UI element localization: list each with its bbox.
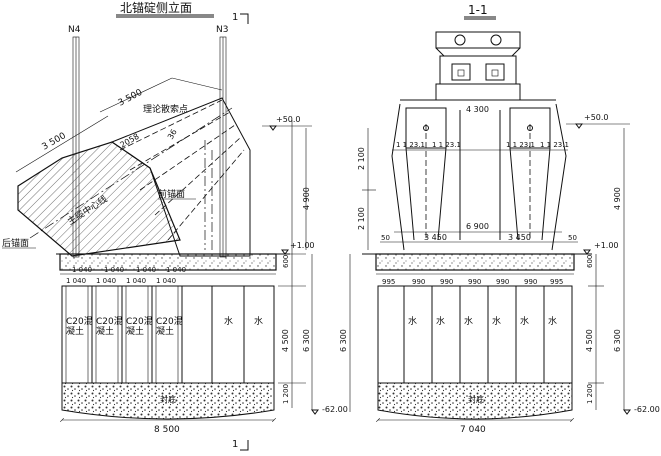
- svg-text:1: 1: [232, 12, 238, 23]
- section-mark-bottom: 1: [232, 439, 249, 451]
- dim-8500: 8 500: [154, 425, 180, 435]
- svg-text:1 040: 1 040: [156, 277, 176, 285]
- svg-text:6 300: 6 300: [339, 329, 348, 352]
- water-r3: 水: [464, 315, 473, 327]
- base-label-right: 封底: [468, 394, 484, 404]
- left-view: 北锚碇侧立面 1 1 N4 N3: [2, 0, 348, 451]
- cable-point-label: 理论散索点: [143, 103, 188, 115]
- anchor-block: [17, 141, 181, 257]
- right-view: 1-1 4 300: [339, 3, 660, 435]
- cap-slab-right: [375, 253, 575, 271]
- top-row-dims: 995 990 990 990 990 990 995: [376, 273, 574, 286]
- svg-text:-62.00: -62.00: [322, 405, 348, 414]
- water-r6: 水: [548, 315, 557, 327]
- water-r5: 水: [520, 315, 529, 327]
- svg-text:+50.0: +50.0: [276, 115, 301, 124]
- right-h-dims: 6 900 3 450 3 450 50 50: [380, 222, 578, 243]
- section-mark-top: 1: [232, 12, 249, 24]
- svg-text:1 200: 1 200: [586, 384, 594, 404]
- svg-text:995: 995: [550, 278, 563, 286]
- svg-text:990: 990: [412, 278, 425, 286]
- top-dims-1040: 1 040 1 040 1 040 1 040 1 040 1 040 1 04…: [60, 266, 276, 285]
- left-elevations: +50.0 +1.00 -62.00: [262, 115, 348, 415]
- svg-text:1 040: 1 040: [66, 277, 86, 285]
- svg-text:1 1 23.1: 1 1 23.1: [540, 141, 569, 149]
- concrete-label-4: C20混凝土: [156, 316, 183, 337]
- svg-text:600: 600: [282, 255, 290, 268]
- dim-2058: 2058: [119, 132, 141, 150]
- svg-text:4 500: 4 500: [281, 329, 290, 352]
- concrete-label-3: C20混凝土: [126, 316, 153, 337]
- svg-text:4 900: 4 900: [302, 187, 311, 210]
- right-right-vdims: 600 4 500 1 200 4 900 6 300: [585, 128, 625, 410]
- water-label-l1: 水: [224, 315, 233, 327]
- svg-text:3 450: 3 450: [508, 233, 531, 242]
- dim-3500-a: 3 500: [41, 131, 69, 153]
- water-r1: 水: [408, 315, 417, 327]
- svg-text:3 450: 3 450: [424, 233, 447, 242]
- svg-text:990: 990: [468, 278, 481, 286]
- svg-text:6 300: 6 300: [302, 329, 311, 352]
- svg-text:2 100: 2 100: [357, 207, 366, 230]
- svg-text:50: 50: [381, 234, 390, 242]
- base-label-left: 封底: [160, 394, 176, 404]
- svg-text:600: 600: [586, 255, 594, 268]
- svg-text:990: 990: [496, 278, 509, 286]
- svg-text:1 040: 1 040: [104, 266, 124, 274]
- svg-text:6 900: 6 900: [466, 222, 489, 231]
- right-left-vdims: 2 100 2 100 6 300: [339, 128, 376, 412]
- svg-text:50: 50: [568, 234, 577, 242]
- svg-text:1 200: 1 200: [282, 384, 290, 404]
- rod-label-n4: N4: [68, 25, 81, 35]
- dim-36: 36: [166, 128, 179, 141]
- left-vertical-dims: 600 4 500 1 200 6 300 4 900: [278, 120, 313, 410]
- svg-text:1 040: 1 040: [72, 266, 92, 274]
- svg-text:2 100: 2 100: [357, 147, 366, 170]
- right-title: 1-1: [468, 3, 488, 17]
- rod-label-n3: N3: [216, 25, 228, 35]
- rear-face-label: 后锚面: [2, 237, 29, 249]
- tower-body: 4 300 1 1 23.1 1 1 23.1 1 1 23.1 1 1 23.…: [391, 99, 569, 251]
- svg-text:1 040: 1 040: [126, 277, 146, 285]
- water-r4: 水: [492, 315, 501, 327]
- svg-text:+50.0: +50.0: [584, 113, 609, 122]
- svg-text:+1.00: +1.00: [594, 241, 619, 250]
- svg-text:1: 1: [232, 439, 238, 450]
- rod-n3: [219, 36, 227, 258]
- dim-3500-b: 3 500: [117, 88, 145, 109]
- svg-text:4 900: 4 900: [613, 187, 622, 210]
- svg-text:-62.00: -62.00: [634, 405, 660, 414]
- caisson-body-right: [377, 285, 573, 384]
- water-r2: 水: [436, 315, 445, 327]
- concrete-label-2: C20混凝土: [96, 316, 123, 337]
- svg-text:1 1 23.1: 1 1 23.1: [432, 141, 461, 149]
- right-elevations: +50.0 +1.00 -62.00: [566, 113, 660, 415]
- water-label-l2: 水: [254, 315, 263, 327]
- saddle-top: [435, 31, 521, 101]
- svg-text:4 300: 4 300: [466, 105, 489, 114]
- svg-text:990: 990: [524, 278, 537, 286]
- left-title: 北锚碇侧立面: [120, 0, 192, 15]
- cell-walls-right: [403, 286, 545, 383]
- svg-text:1 040: 1 040: [166, 266, 186, 274]
- cap-slab: [59, 253, 277, 271]
- svg-text:1 1 23.1: 1 1 23.1: [506, 141, 535, 149]
- svg-text:1 040: 1 040: [136, 266, 156, 274]
- svg-text:4 500: 4 500: [585, 329, 594, 352]
- dim-7040: 7 040: [460, 425, 486, 435]
- svg-text:6 300: 6 300: [613, 329, 622, 352]
- svg-text:995: 995: [382, 278, 395, 286]
- svg-text:1 040: 1 040: [96, 277, 116, 285]
- svg-text:1 1 23.1: 1 1 23.1: [396, 141, 425, 149]
- concrete-label-1: C20混凝土: [66, 316, 93, 337]
- front-face-label: 前锚面: [158, 188, 185, 200]
- svg-text:990: 990: [440, 278, 453, 286]
- cell-walls: [91, 286, 245, 383]
- svg-text:+1.00: +1.00: [290, 241, 315, 250]
